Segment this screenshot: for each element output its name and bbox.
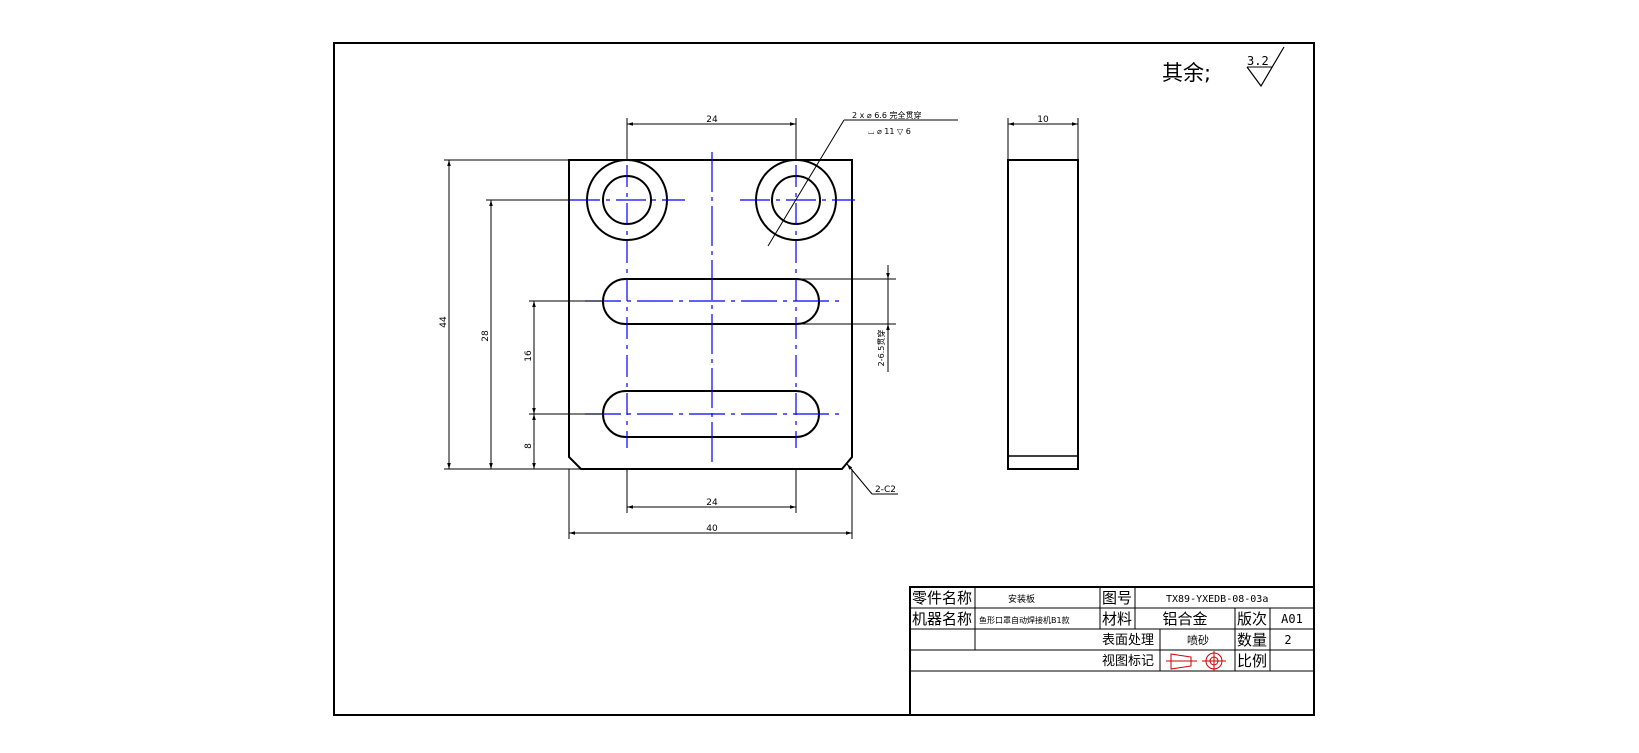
material-label: 材料 bbox=[1102, 610, 1132, 628]
dim-top-24 bbox=[626, 118, 797, 160]
dim-44-label: 44 bbox=[439, 316, 449, 328]
dim-slot-width bbox=[796, 265, 896, 372]
first-angle-projection-icon bbox=[1166, 651, 1226, 671]
dim-28 bbox=[486, 199, 569, 469]
dim-10-label: 10 bbox=[1037, 115, 1049, 125]
dim-8-label: 8 bbox=[524, 443, 534, 449]
surface-value: 喷砂 bbox=[1187, 634, 1209, 647]
drawing-no-value: TX89-YXEDB-08-03a bbox=[1166, 594, 1268, 605]
chamfer-label: 2-C2 bbox=[875, 485, 896, 495]
dim-slot-label: 2-6.5贯穿 bbox=[876, 330, 886, 367]
side-outline bbox=[1007, 159, 1079, 470]
quantity-value: 2 bbox=[1284, 633, 1291, 647]
revision-value: A01 bbox=[1281, 612, 1303, 626]
quantity-label: 数量 bbox=[1237, 631, 1267, 649]
drawing-frame bbox=[333, 42, 1315, 716]
chamfer-callout bbox=[846, 463, 898, 495]
dim-28-label: 28 bbox=[481, 330, 491, 342]
view-label: 视图标记 bbox=[1102, 654, 1154, 669]
hole-callout: 2 x ⌀ 6.6 完全贯穿 ⌴ ⌀ 11 ▽ 6 bbox=[767, 110, 958, 247]
side-view: 10 bbox=[1007, 115, 1079, 470]
part-name-label: 零件名称 bbox=[912, 589, 972, 607]
dim-bottom-24 bbox=[626, 469, 797, 513]
drawing-no-label: 图号 bbox=[1102, 589, 1132, 607]
dim-44 bbox=[444, 159, 581, 470]
dim-top-24-label: 24 bbox=[706, 115, 718, 125]
dim-40 bbox=[568, 469, 853, 539]
surface-label: 表面处理 bbox=[1102, 633, 1154, 648]
machine-label: 机器名称 bbox=[912, 610, 972, 628]
front-view: 24 2 x ⌀ 6.6 完全贯穿 ⌴ ⌀ 11 ▽ 6 44 28 16 bbox=[439, 110, 958, 539]
dim-16-label: 16 bbox=[524, 350, 534, 362]
machine-value: 鱼形口罩自动焊接机B1款 bbox=[979, 615, 1070, 625]
dim-40-label: 40 bbox=[706, 524, 718, 534]
roughness-symbol: 3.2 bbox=[1246, 46, 1285, 88]
title-block: 零件名称 安装板 图号 TX89-YXEDB-08-03a 机器名称 鱼形口罩自… bbox=[909, 586, 1315, 716]
material-value: 铝合金 bbox=[1162, 610, 1207, 628]
roughness-value: 3.2 bbox=[1247, 54, 1269, 68]
dim-bottom-24-label: 24 bbox=[706, 498, 718, 508]
dim-10 bbox=[1007, 118, 1079, 160]
surface-note: 其余; bbox=[1162, 61, 1211, 85]
plate-outline bbox=[568, 159, 853, 470]
revision-label: 版次 bbox=[1237, 610, 1267, 628]
center-lines bbox=[570, 152, 855, 462]
part-name-value: 安装板 bbox=[1008, 593, 1035, 605]
hole-callout-line2: ⌴ ⌀ 11 ▽ 6 bbox=[868, 127, 911, 136]
hole-callout-line1: 2 x ⌀ 6.6 完全贯穿 bbox=[852, 110, 922, 120]
scale-label: 比例 bbox=[1237, 652, 1267, 670]
dim-16 bbox=[529, 300, 603, 415]
